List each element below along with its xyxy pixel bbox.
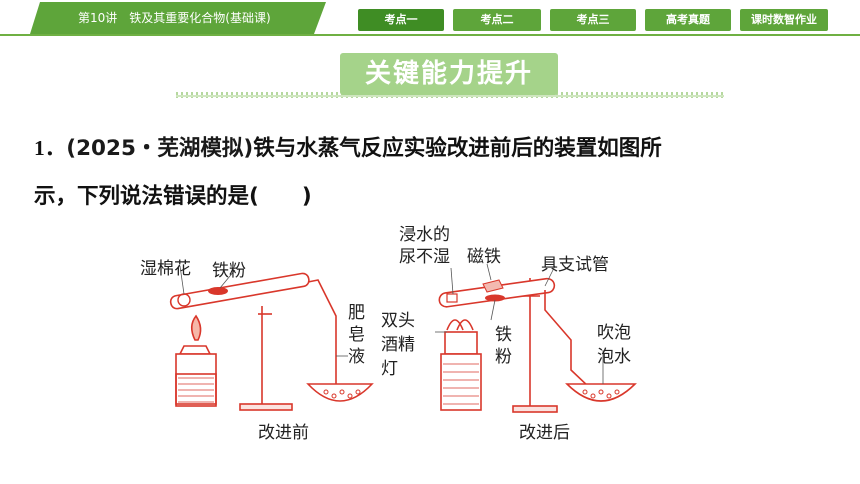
apparatus-before-drawing	[169, 265, 374, 411]
nav-tab-2[interactable]: 考点二	[453, 9, 541, 31]
label-iron-1: 铁	[495, 325, 512, 345]
label-wet-diaper-1: 浸水的	[399, 225, 450, 245]
caption-before: 改进前	[258, 423, 309, 443]
nav-tab-5[interactable]: 课时数智作业	[740, 9, 828, 31]
label-lamp-1: 双头	[381, 311, 415, 331]
question-source: (2025・芜湖模拟)	[66, 136, 254, 161]
lecture-title: 第10讲 铁及其重要化合物(基础课)	[30, 2, 326, 34]
label-wet-cotton: 湿棉花	[140, 259, 191, 279]
label-magnet: 磁铁	[467, 247, 501, 267]
question-text: 1．(2025・芜湖模拟)铁与水蒸气反应实验改进前后的装置如图所 示，下列说法错…	[34, 124, 834, 221]
top-bar-divider	[0, 34, 860, 36]
question-body-1: 铁与水蒸气反应实验改进前后的装置如图所	[253, 136, 662, 161]
section-banner: 关键能力提升	[340, 53, 558, 95]
label-bubble-water-2: 泡水	[597, 347, 631, 367]
label-soap-1: 肥	[348, 303, 365, 323]
figure-before: 湿棉花 铁粉 肥 皂 液 改进前	[140, 236, 400, 446]
label-lamp-2: 酒精	[381, 335, 415, 355]
caption-after: 改进后	[519, 423, 570, 443]
question-number: 1．	[34, 136, 67, 160]
label-branched-tube: 具支试管	[541, 255, 609, 275]
label-iron-powder: 铁粉	[212, 261, 246, 281]
label-wet-diaper-2: 尿不湿	[399, 247, 450, 267]
top-bar: 第10讲 铁及其重要化合物(基础课) 考点一 考点二 考点三 高考真题 课时数智…	[0, 0, 860, 36]
apparatus-after-drawing	[435, 263, 637, 413]
question-line-2: 示，下列说法错误的是( )	[34, 184, 312, 209]
label-soap-3: 液	[348, 347, 365, 367]
nav-tab-3[interactable]: 考点三	[550, 9, 636, 31]
label-iron-2: 粉	[495, 347, 512, 367]
nav-tab-1[interactable]: 考点一	[358, 9, 444, 31]
label-bubble-water-1: 吹泡	[597, 323, 631, 343]
label-soap-2: 皂	[348, 325, 365, 345]
nav-tab-4[interactable]: 高考真题	[645, 9, 731, 31]
question-line-1: 1．(2025・芜湖模拟)铁与水蒸气反应实验改进前后的装置如图所	[34, 124, 834, 173]
figure-after: 浸水的 尿不湿 磁铁 具支试管 双头 酒精 灯 铁 粉 吹泡 泡水 改进后	[381, 220, 665, 446]
banner-underline	[176, 95, 724, 97]
label-lamp-3: 灯	[381, 359, 398, 379]
